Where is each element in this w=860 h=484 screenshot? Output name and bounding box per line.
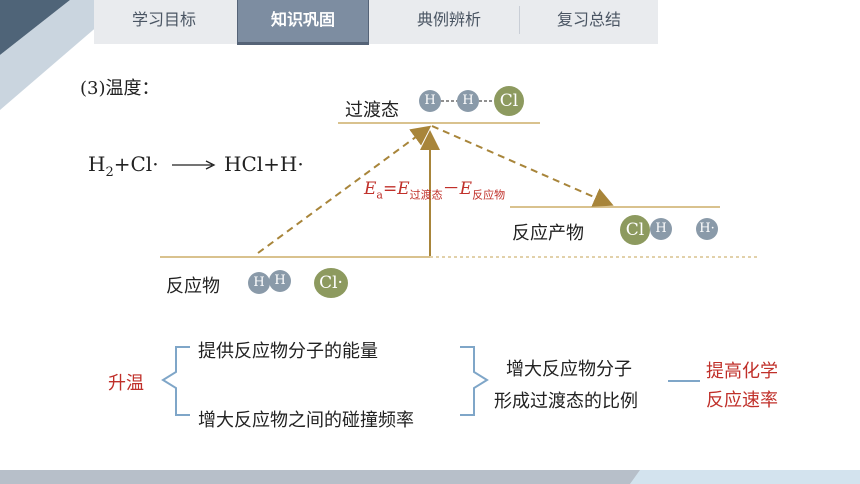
heat-label: 升温: [108, 373, 144, 394]
tab-separator: [519, 6, 520, 34]
reaction-equation: H2+Cl·: [88, 152, 159, 180]
cause-energy: 提供反应物分子的能量: [198, 341, 378, 362]
tab-bar: 学习目标 知识巩固 典例辨析 复习总结: [94, 0, 658, 45]
tab-learning-goals[interactable]: 学习目标: [131, 10, 196, 29]
reactant-atom-cl: Cl·: [314, 268, 348, 298]
product-atom-cl: Cl: [620, 215, 650, 245]
effect-line-2: 形成过渡态的比例: [494, 391, 638, 412]
reactant-atom-h1: H: [248, 272, 270, 294]
section-title: (3)温度：: [80, 78, 160, 99]
tab-example-analysis[interactable]: 典例辨析: [416, 10, 481, 29]
cause-collision: 增大反应物之间的碰撞频率: [198, 410, 414, 431]
reactants-label: 反应物: [166, 276, 220, 297]
transition-atom-cl: Cl: [494, 86, 524, 116]
tab-review-summary[interactable]: 复习总结: [556, 10, 621, 29]
activation-energy-formula: Ea=E过渡态－E反应物: [364, 179, 506, 202]
left-bracket: [161, 346, 190, 416]
effect-line-1: 增大反应物分子: [506, 359, 632, 380]
product-atom-h-radical: H·: [696, 218, 718, 240]
result-line-1: 提高化学: [706, 361, 778, 382]
middle-bracket: [460, 346, 489, 416]
products-label: 反应产物: [512, 223, 584, 244]
descent-arrow: [431, 125, 614, 207]
transition-state-label: 过渡态: [345, 100, 399, 121]
transition-atom-h2: H: [457, 90, 479, 112]
result-line-2: 反应速率: [706, 390, 778, 411]
tab-knowledge-review[interactable]: 知识巩固: [237, 0, 369, 45]
transition-atom-h1: H: [419, 90, 441, 112]
reaction-product: HCl+H·: [224, 152, 304, 176]
bottom-decoration-bar: [0, 470, 860, 484]
reactant-atom-h2: H: [269, 270, 291, 292]
product-atom-h: H: [650, 218, 672, 240]
